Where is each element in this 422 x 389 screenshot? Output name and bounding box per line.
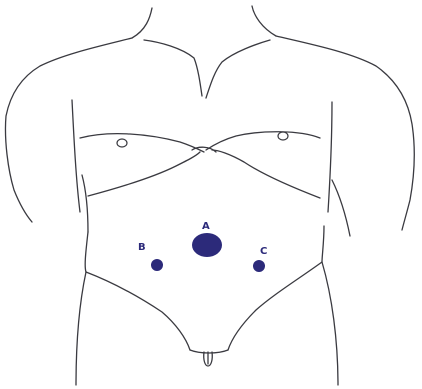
port-c-label: C	[260, 246, 267, 257]
right-flank	[322, 226, 324, 262]
left-rib-margin	[88, 152, 200, 196]
left-arm-lower	[82, 175, 88, 232]
left-inner-arm	[72, 100, 80, 212]
left-flank	[85, 232, 88, 272]
port-b: B	[138, 242, 163, 271]
right-pectoral	[206, 132, 320, 150]
left-nipple	[117, 139, 127, 147]
left-pectoral	[80, 134, 204, 152]
port-c: C	[253, 246, 267, 272]
port-a-marker	[192, 233, 222, 257]
left-shoulder-arm	[5, 38, 132, 222]
port-b-marker	[151, 259, 163, 271]
right-groin	[228, 262, 322, 350]
genital-sketch	[204, 352, 213, 366]
left-groin	[86, 272, 190, 350]
port-b-label: B	[138, 242, 146, 253]
neck-left	[132, 8, 152, 38]
left-clavicle	[144, 40, 202, 96]
right-arm-lower	[332, 180, 350, 236]
right-nipple	[278, 132, 288, 140]
port-a: A	[192, 221, 222, 257]
right-clavicle	[206, 40, 270, 98]
right-thigh	[322, 262, 338, 385]
neck-right	[252, 6, 276, 36]
port-a-label: A	[202, 221, 210, 232]
right-inner-arm	[328, 102, 332, 212]
port-c-marker	[253, 260, 265, 272]
left-thigh	[76, 272, 86, 385]
lower-abdomen-curve	[190, 350, 228, 353]
right-rib-margin	[212, 150, 320, 198]
